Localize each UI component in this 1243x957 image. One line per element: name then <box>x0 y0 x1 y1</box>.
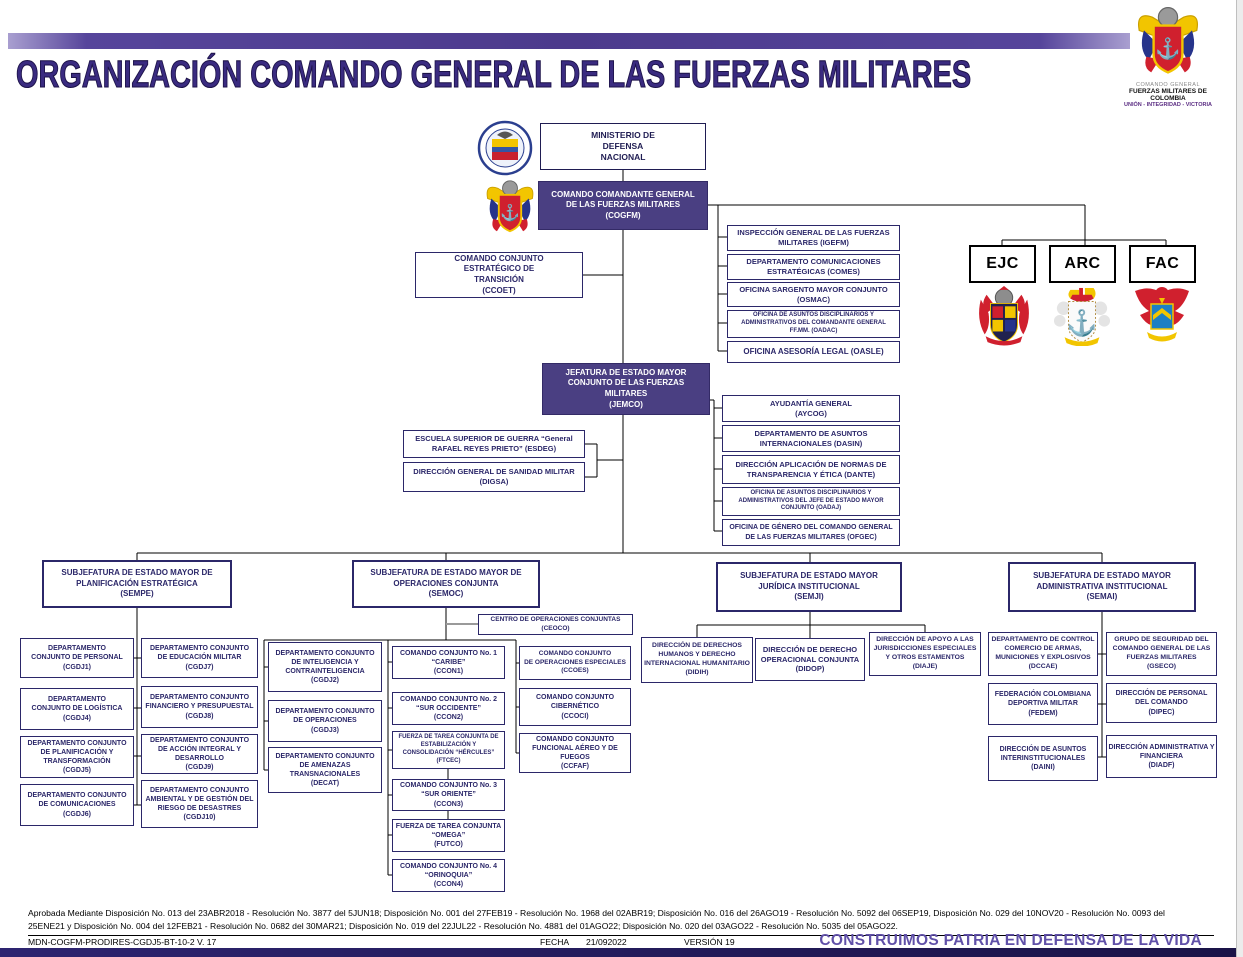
node-cgdj8: DEPARTAMENTO CONJUNTO FINANCIERO Y PRESU… <box>141 686 258 728</box>
approval-text: Aprobada Mediante Disposición No. 013 de… <box>28 907 1214 936</box>
fac-crest-icon <box>1135 287 1189 342</box>
node-fac: FAC <box>1129 245 1196 283</box>
node-cgdj7: DEPARTAMENTO CONJUNTO DE EDUCACIÓN MILIT… <box>141 638 258 678</box>
node-ftcec: FUERZA DE TAREA CONJUNTA DE ESTABILIZACI… <box>392 731 505 769</box>
node-oasle: OFICINA ASESORÍA LEGAL (OASLE) <box>727 341 900 363</box>
node-sempe: SUBJEFATURA DE ESTADO MAYOR DE PLANIFICA… <box>42 560 232 608</box>
node-ccoes: COMANDO CONJUNTO DE OPERACIONES ESPECIAL… <box>519 646 631 680</box>
node-fedem: FEDERACIÓN COLOMBIANA DEPORTIVA MILITAR … <box>988 683 1098 725</box>
node-oadaj: OFICINA DE ASUNTOS DISCIPLINARIOS Y ADMI… <box>722 487 900 516</box>
node-aycog: AYUDANTÍA GENERAL (AYCOG) <box>722 395 900 422</box>
bottom-purple-bar <box>0 948 1236 957</box>
svg-text:⚓: ⚓ <box>500 203 520 222</box>
node-cgdj2: DEPARTAMENTO CONJUNTO DE INTELIGENCIA Y … <box>268 642 382 692</box>
node-ccfaf: COMANDO CONJUNTO FUNCIONAL AÉREO Y DE FU… <box>519 733 631 773</box>
node-didop: DIRECCIÓN DE DERECHO OPERACIONAL CONJUNT… <box>755 638 865 681</box>
node-dante: DIRECCIÓN APLICACIÓN DE NORMAS DE TRANSP… <box>722 455 900 484</box>
node-semji: SUBJEFATURA DE ESTADO MAYOR JURÍDICA INS… <box>716 562 902 612</box>
header-purple-bar <box>8 33 1130 49</box>
node-esdeg: ESCUELA SUPERIOR DE GUERRA “General RAFA… <box>403 430 585 458</box>
node-comes: DEPARTAMENTO COMUNICACIONES ESTRATÉGICAS… <box>727 254 900 280</box>
doc-code: MDN-COGFM-PRODIRES-CGDJ5-BT-10-2 V. 17 <box>28 937 217 947</box>
node-igefm: INSPECCIÓN GENERAL DE LAS FUERZAS MILITA… <box>727 225 900 251</box>
fecha-value: 21/092022 <box>586 937 627 947</box>
node-dipec: DIRECCIÓN DE PERSONAL DEL COMANDO (DIPEC… <box>1106 683 1217 723</box>
colombia-seal-icon <box>477 120 533 176</box>
ffmm-crest-icon: ⚓ <box>1138 7 1198 74</box>
node-ccon3: COMANDO CONJUNTO No. 3 “SUR ORIENTE” (CC… <box>392 779 505 811</box>
node-cgdj1: DEPARTAMENTO CONJUNTO DE PERSONAL (CGDJ1… <box>20 638 134 678</box>
node-cgdj5: DEPARTAMENTO CONJUNTO DE PLANIFICACIÓN Y… <box>20 736 134 778</box>
logo-line2: FUERZAS MILITARES DE COLOMBIA <box>1129 88 1207 102</box>
node-cgdj10: DEPARTAMENTO CONJUNTO AMBIENTAL Y DE GES… <box>141 780 258 828</box>
approval-line-1: Aprobada Mediante Disposición No. 013 de… <box>28 908 1165 918</box>
node-osmac: OFICINA SARGENTO MAYOR CONJUNTO (OSMAC) <box>727 282 900 307</box>
node-oadac: OFICINA DE ASUNTOS DISCIPLINARIOS Y ADMI… <box>727 310 900 338</box>
node-ccon4: COMANDO CONJUNTO No. 4 “ORINOQUIA” (CCON… <box>392 859 505 892</box>
node-diaje: DIRECCIÓN DE APOYO A LAS JURISDICCIONES … <box>869 632 981 676</box>
node-ccon2: COMANDO CONJUNTO No. 2 “SUR OCCIDENTE” (… <box>392 692 505 725</box>
node-ceoco: CENTRO DE OPERACIONES CONJUNTAS (CEOCO) <box>478 614 633 635</box>
node-jemco: JEFATURA DE ESTADO MAYOR CONJUNTO DE LAS… <box>542 363 710 415</box>
node-digsa: DIRECCIÓN GENERAL DE SANIDAD MILITAR (DI… <box>403 462 585 492</box>
node-ofgec: OFICINA DE GÉNERO DEL COMANDO GENERAL DE… <box>722 519 900 546</box>
logo-line1: COMANDO GENERAL <box>1135 82 1201 88</box>
node-cogfm: COMANDO COMANDANTE GENERAL DE LAS FUERZA… <box>538 181 708 230</box>
node-ccon1: COMANDO CONJUNTO No. 1 “CARIBE” (CCON1) <box>392 646 505 679</box>
ejc-crest-icon <box>979 286 1029 346</box>
node-cgdj9: DEPARTAMENTO CONJUNTO DE ACCIÓN INTEGRAL… <box>141 734 258 774</box>
logo-line3: UNIÓN - INTEGRIDAD - VICTORIA <box>1124 102 1212 108</box>
cogfm-crest-icon: ⚓ <box>486 180 534 233</box>
node-cgdj6: DEPARTAMENTO CONJUNTO DE COMUNICACIONES … <box>20 784 134 826</box>
version-label: VERSIÓN 19 <box>684 937 735 947</box>
arc-crest-icon: ⚓ <box>1053 287 1111 346</box>
node-mindefensa: MINISTERIO DE DEFENSA NACIONAL <box>540 123 706 170</box>
node-cgdj3: DEPARTAMENTO CONJUNTO DE OPERACIONES (CG… <box>268 700 382 742</box>
node-cgdj4: DEPARTAMENTO CONJUNTO DE LOGÍSTICA (CGDJ… <box>20 688 134 730</box>
svg-text:⚓: ⚓ <box>1066 308 1097 337</box>
node-gseco: GRUPO DE SEGURIDAD DEL COMANDO GENERAL D… <box>1106 632 1217 676</box>
node-futco: FUERZA DE TAREA CONJUNTA “OMEGA” (FUTCO) <box>392 819 505 852</box>
svg-text:⚓: ⚓ <box>1155 37 1180 61</box>
node-semoc: SUBJEFATURA DE ESTADO MAYOR DE OPERACION… <box>352 560 540 608</box>
node-dasin: DEPARTAMENTO DE ASUNTOS INTERNACIONALES … <box>722 425 900 452</box>
fecha-label: FECHA <box>540 937 570 947</box>
node-semai: SUBJEFATURA DE ESTADO MAYOR ADMINISTRATI… <box>1008 562 1196 612</box>
node-didih: DIRECCIÓN DE DERECHOS HUMANOS Y DERECHO … <box>641 637 753 683</box>
node-daini: DIRECCIÓN DE ASUNTOS INTERINSTITUCIONALE… <box>988 736 1098 781</box>
ffmm-logo: ⚓ COMANDO GENERAL FUERZAS MILITARES DE C… <box>1112 4 1224 108</box>
node-ccoci: COMANDO CONJUNTO CIBERNÉTICO (CCOCI) <box>519 688 631 726</box>
motto-text: CONSTRUIMOS PATRIA EN DEFENSA DE LA VIDA <box>819 932 1202 949</box>
approval-line-2: 25ENE21 y Disposición No. 004 del 12FEB2… <box>28 921 898 932</box>
node-dccae: DEPARTAMENTO DE CONTROL COMERCIO DE ARMA… <box>988 632 1098 676</box>
node-ejc: EJC <box>969 245 1036 283</box>
node-ccoet: COMANDO CONJUNTO ESTRATÉGICO DE TRANSICI… <box>415 252 583 298</box>
node-arc: ARC <box>1049 245 1116 283</box>
node-decat: DEPARTAMENTO CONJUNTO DE AMENAZAS TRANSN… <box>268 747 382 793</box>
node-diadf: DIRECCIÓN ADMINISTRATIVA Y FINANCIERA (D… <box>1106 735 1217 778</box>
page-title: ORGANIZACIÓN COMANDO GENERAL DE LAS FUER… <box>16 53 972 96</box>
